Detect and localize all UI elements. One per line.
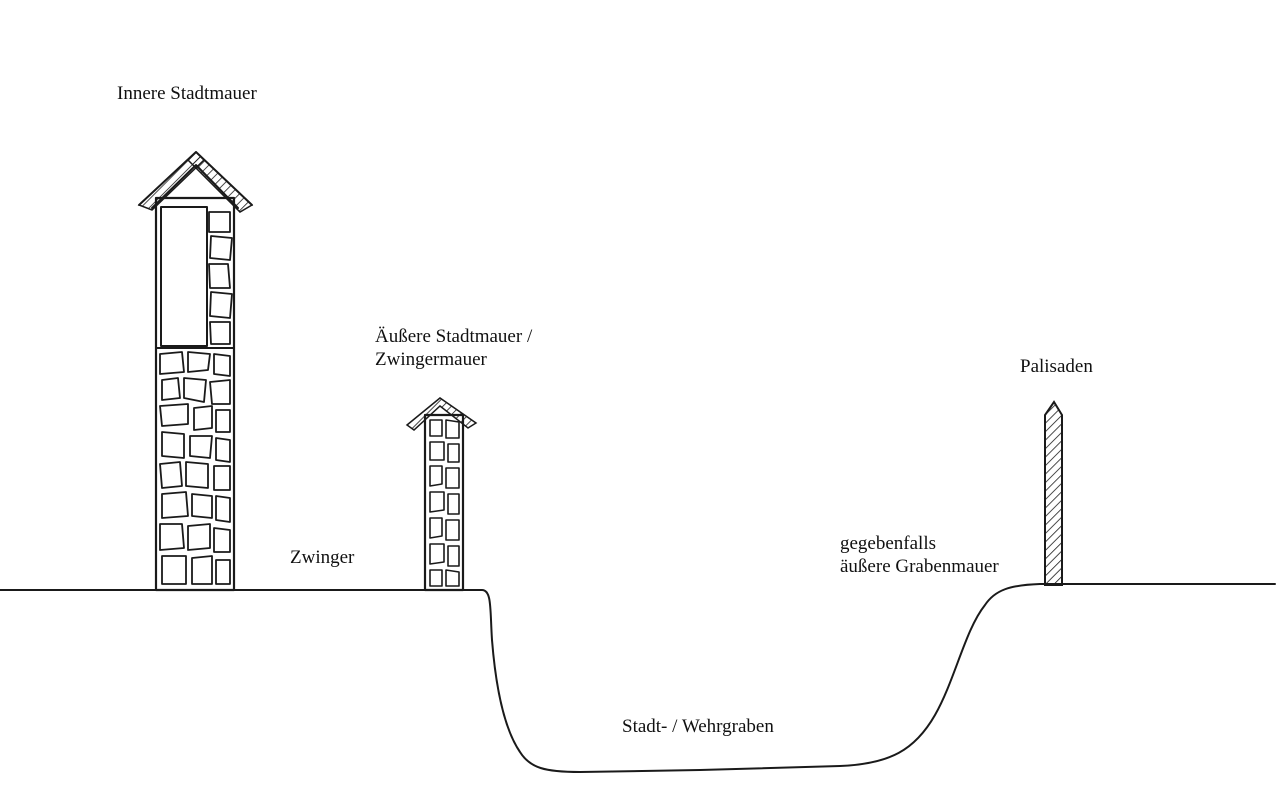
inner-city-wall	[137, 150, 254, 592]
label-inner-city-wall: Innere Stadtmauer	[117, 83, 257, 104]
outer-city-wall	[405, 397, 478, 592]
label-zwinger: Zwinger	[290, 547, 355, 568]
label-outer-ditch-wall-line1: gegebenfalls	[840, 533, 937, 554]
label-moat: Stadt- / Wehrgraben	[622, 716, 774, 737]
label-outer-ditch-wall: gegebenfalls äußere Grabenmauer	[840, 532, 999, 578]
label-palisades: Palisaden	[1020, 356, 1093, 377]
label-outer-ditch-wall-line2: äußere Grabenmauer	[840, 556, 999, 577]
label-outer-city-wall-line1: Äußere Stadtmauer /	[375, 326, 533, 347]
ground-profile	[0, 583, 1276, 773]
label-outer-city-wall: Äußere Stadtmauer / Zwingermauer	[375, 325, 532, 371]
label-outer-city-wall-line2: Zwingermauer	[375, 349, 487, 370]
palisade	[1044, 400, 1063, 586]
